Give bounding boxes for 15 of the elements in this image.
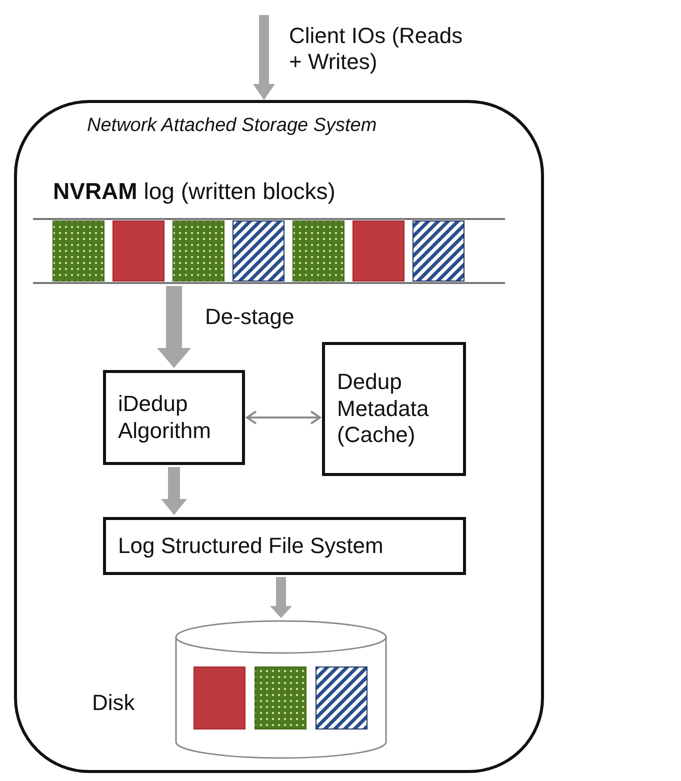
box-label: Log Structured File System <box>118 532 384 560</box>
system-container <box>14 100 544 773</box>
box-label: iDedup Algorithm <box>118 391 212 444</box>
process-box <box>103 370 245 465</box>
arrow <box>253 15 275 100</box>
log-heading: NVRAM log (written blocks) <box>53 178 336 206</box>
arrow <box>157 286 191 368</box>
arrow <box>270 577 292 618</box>
arrow <box>246 410 321 424</box>
disk-label: Disk <box>92 690 135 716</box>
container-title: Network Attached Storage System <box>87 115 377 137</box>
process-box <box>322 342 466 476</box>
arrow <box>161 467 187 515</box>
process-box <box>103 517 466 575</box>
box-label: Dedup Metadata (Cache) <box>337 369 430 449</box>
